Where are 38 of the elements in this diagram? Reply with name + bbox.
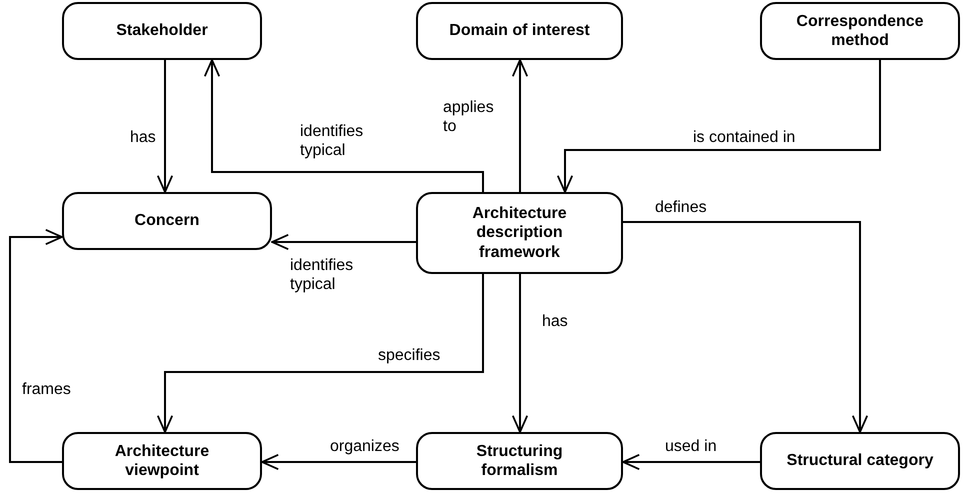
node-label: Architecture description framework bbox=[471, 204, 568, 262]
edge-label: specifies bbox=[378, 346, 442, 366]
edge-label: applies to bbox=[443, 98, 493, 136]
node-label: Correspondence method bbox=[795, 12, 925, 50]
arrow bbox=[204, 59, 484, 192]
rounded-box bbox=[416, 2, 623, 60]
edge-label: used in bbox=[665, 437, 718, 456]
rounded-box bbox=[416, 192, 623, 274]
arrow bbox=[261, 454, 416, 470]
edge-label: identifies typical bbox=[300, 122, 364, 160]
node-label: Structuring formalism bbox=[475, 442, 564, 480]
edge-label: has bbox=[130, 128, 157, 148]
rounded-box bbox=[416, 432, 623, 490]
arrow bbox=[622, 454, 760, 470]
rounded-box bbox=[760, 2, 960, 60]
node-label: Structural category bbox=[786, 451, 934, 471]
node-label: Concern bbox=[134, 211, 200, 231]
node-label: Stakeholder bbox=[116, 21, 208, 41]
node-label: Architecture viewpoint bbox=[114, 442, 210, 480]
rounded-box bbox=[760, 432, 960, 490]
arrow bbox=[556, 60, 881, 193]
edge-label: identifies typical bbox=[290, 256, 354, 294]
arrow bbox=[156, 274, 484, 433]
arrow bbox=[9, 228, 63, 463]
edge-label: defines bbox=[655, 198, 708, 218]
node-label: Domain of interest bbox=[449, 21, 590, 41]
edge-label: has bbox=[542, 312, 569, 332]
edge-label: is contained in bbox=[693, 128, 796, 148]
edge-label: organizes bbox=[330, 437, 400, 456]
arrow bbox=[512, 274, 528, 433]
arrow bbox=[156, 60, 174, 193]
rounded-box bbox=[62, 192, 272, 250]
edge-label: frames bbox=[22, 380, 72, 400]
arrow bbox=[271, 234, 416, 250]
rounded-box bbox=[62, 2, 262, 60]
arrow bbox=[512, 59, 528, 192]
arrow bbox=[623, 221, 868, 433]
rounded-box bbox=[62, 432, 262, 490]
